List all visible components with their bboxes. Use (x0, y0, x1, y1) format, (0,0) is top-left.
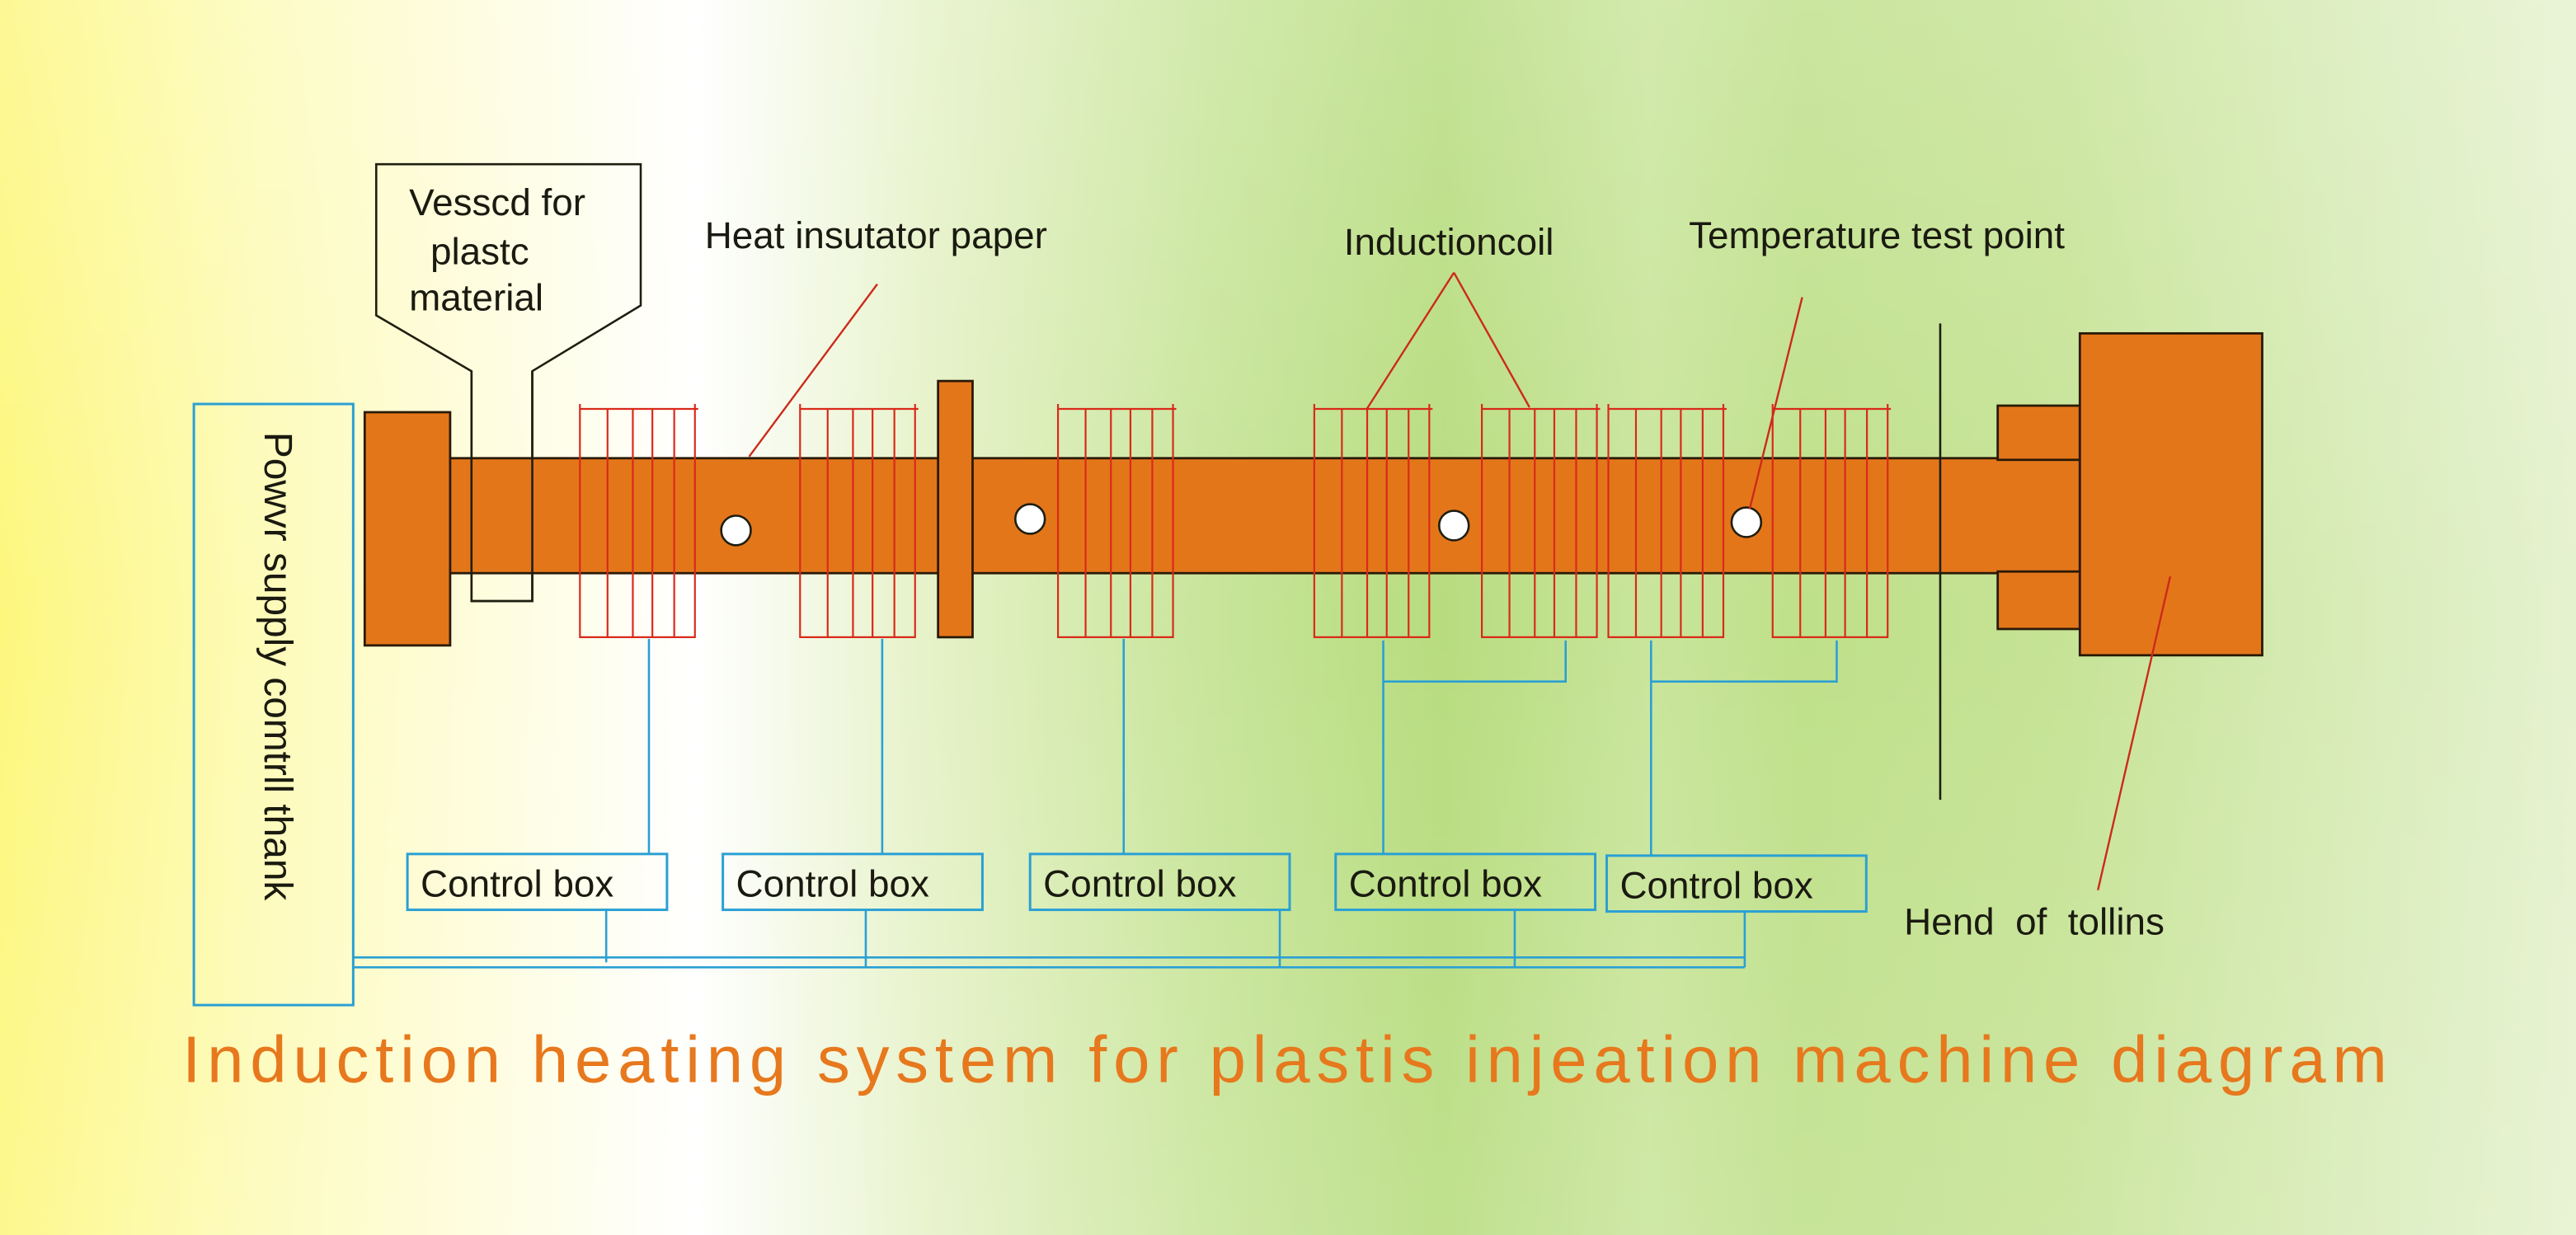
vessel-label-line3: material (409, 276, 543, 318)
temperature-test-point (1730, 506, 1763, 538)
vessel-label-line1: Vesscd for (409, 181, 585, 223)
induction-coil (799, 404, 919, 638)
hopper-throat (470, 371, 534, 603)
induction-coil-leader-right (1453, 272, 1530, 408)
barrel (449, 457, 2081, 575)
control-box-2: Control box (722, 852, 984, 912)
hend-of-tollins-label: Hend of tollins (1904, 900, 2165, 942)
induction-coil (579, 404, 698, 638)
induction-coils (579, 404, 1892, 638)
induction-coil (1481, 404, 1601, 638)
nozzle-lower-block (1996, 570, 2081, 631)
control-box-label: Control box (1349, 863, 1542, 905)
power-supply-label: Powvr supply comtrll thank (256, 432, 299, 901)
heat-insulator-leader (748, 283, 878, 458)
nozzle-upper-block (1996, 404, 2081, 462)
induction-coil-leader-left (1366, 272, 1455, 410)
power-supply-box (192, 402, 355, 1007)
hend-of-tollins-leader (2097, 575, 2172, 890)
control-box-label: Control box (421, 863, 613, 905)
control-box-5: Control box (1605, 854, 1868, 913)
heat-insulator-label: Heat insutator paper (705, 214, 1047, 256)
control-box-label: Control box (1043, 863, 1236, 905)
control-box-3: Control box (1028, 852, 1291, 912)
diagram-title: Induction heating system for plastis inj… (182, 1023, 2387, 1096)
control-box-label: Control box (736, 863, 929, 905)
power-bus (353, 909, 1746, 969)
control-box-label: Control box (1619, 865, 1812, 907)
temperature-point-leader (1748, 297, 1803, 509)
vessel-label-line2: plastc (430, 231, 529, 273)
control-box-4: Control box (1334, 852, 1597, 912)
induction-coil (1313, 404, 1433, 638)
induction-coil (1056, 404, 1177, 638)
temperature-test-point (1438, 509, 1470, 542)
coil-wiring (647, 638, 1838, 856)
mold-head (2078, 331, 2263, 657)
induction-coil (1607, 404, 1727, 638)
heat-insulator-flange (937, 379, 974, 639)
barrel-left-flange (363, 411, 452, 647)
temperature-test-point (1013, 503, 1046, 535)
temperature-test-point-label: Temperature test point (1689, 214, 2065, 256)
temperature-test-point (720, 514, 752, 547)
control-box-1: Control box (406, 852, 669, 912)
induction-coil-label: Inductioncoil (1344, 221, 1554, 263)
induction-coil (1771, 404, 1892, 638)
